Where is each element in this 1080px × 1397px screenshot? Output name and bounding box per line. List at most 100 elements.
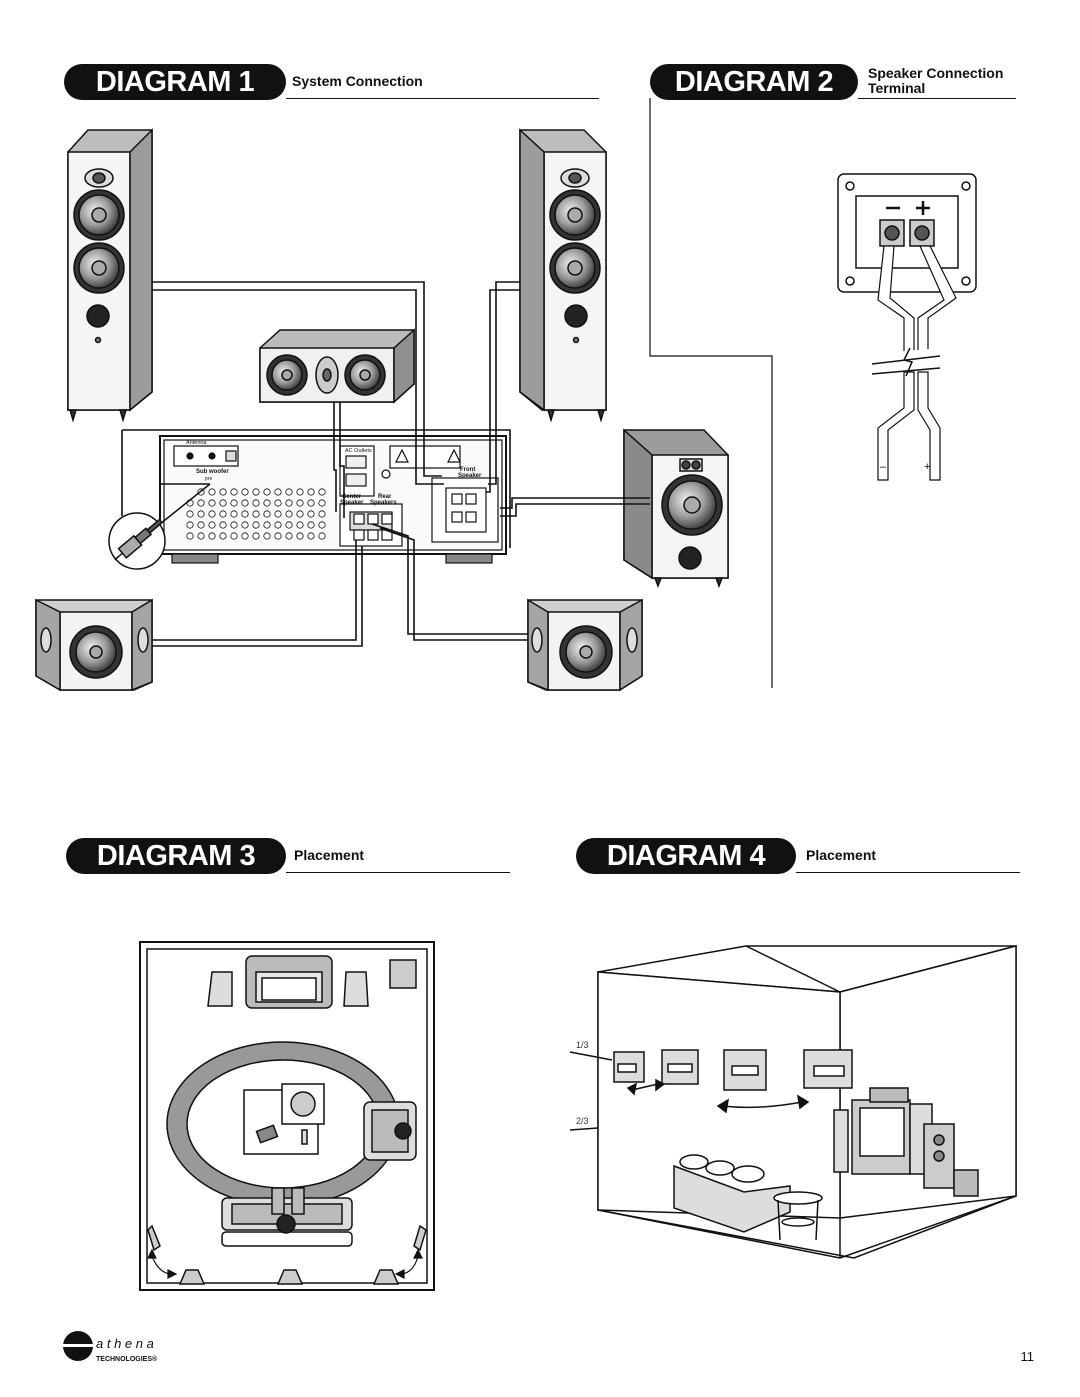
rca-jack: [318, 499, 326, 507]
rca-jack: [241, 532, 249, 540]
rca-jack: [307, 532, 315, 540]
rear-speakers-label-1: Rear: [378, 494, 392, 500]
rca-jack: [219, 510, 227, 518]
rca-jack: [241, 488, 249, 496]
rca-jack: [219, 499, 227, 507]
brand-sub: TECHNOLOGIES®: [96, 1355, 158, 1363]
speaker-wires: [121, 281, 650, 647]
rca-jack: [186, 510, 194, 518]
rca-jack: [263, 521, 271, 529]
rca-jack: [252, 499, 260, 507]
rca-jack: [318, 532, 326, 540]
rca-jack: [219, 521, 227, 529]
subwoofer-pre-label: pre: [205, 476, 212, 482]
rca-jack: [241, 510, 249, 518]
rca-plug-detail: [108, 483, 211, 570]
rca-jack: [274, 521, 282, 529]
rca-jack: [197, 510, 205, 518]
rca-jack: [252, 488, 260, 496]
rca-jack: [307, 521, 315, 529]
rca-jack: [318, 521, 326, 529]
rca-jack: [274, 499, 282, 507]
diagram-1-badge: DIAGRAM 1: [64, 64, 286, 100]
two-third-label: 2/3: [576, 1116, 589, 1126]
rca-jack: [285, 532, 293, 540]
diagram-2-subtitle-line2: Terminal: [868, 80, 926, 96]
diagram-2-subtitle: Speaker Connection: [868, 65, 1004, 81]
rear-left-speaker: [35, 598, 153, 692]
rca-jack: [230, 510, 238, 518]
rear-right-speaker: [527, 598, 643, 692]
brand-name: a t h e n a: [96, 1336, 154, 1351]
center-speaker-label-2: Speaker: [340, 500, 364, 506]
rca-jack: [263, 499, 271, 507]
rca-jack: [208, 499, 216, 507]
center-speaker-label-1: Center: [342, 494, 362, 500]
rca-jack: [208, 488, 216, 496]
rca-jack: [296, 521, 304, 529]
rca-jack: [263, 532, 271, 540]
diagram-2-rule: [858, 98, 1016, 99]
rca-jack: [263, 488, 271, 496]
rca-jack: [241, 521, 249, 529]
front-left-tower-speaker: [67, 128, 153, 423]
rca-jack: [285, 488, 293, 496]
rca-jack: [274, 488, 282, 496]
rear-speakers-label-2: Speakers: [370, 500, 397, 506]
center-speaker: [259, 328, 415, 404]
rca-jack: [230, 488, 238, 496]
rca-jack: [230, 521, 238, 529]
rca-jack: [274, 510, 282, 518]
page-number: 11: [1020, 1349, 1035, 1364]
diagram-3-badge: DIAGRAM 3: [66, 838, 286, 874]
rca-jack: [186, 532, 194, 540]
rca-jack: [208, 532, 216, 540]
subwoofer-speaker: [623, 428, 729, 589]
diagram-3-rule: [286, 872, 510, 873]
rca-jack: [186, 521, 194, 529]
rca-jack: [241, 499, 249, 507]
rca-jack: [252, 532, 260, 540]
one-third-label: 1/3: [576, 1040, 589, 1050]
rca-jack: [208, 521, 216, 529]
rca-jack: [296, 532, 304, 540]
front-speaker-label-2: Speaker: [458, 473, 482, 479]
rca-jack: [307, 510, 315, 518]
rca-jack: [197, 499, 205, 507]
rca-jack: [285, 510, 293, 518]
antenna-label: Antenna: [186, 440, 207, 446]
terminal-minus-label: –: [880, 461, 887, 473]
front-right-tower-speaker: [519, 128, 607, 423]
rca-jack: [197, 532, 205, 540]
diagram-2-badge: DIAGRAM 2: [650, 64, 858, 100]
rca-jack: [252, 521, 260, 529]
rca-jack: [296, 510, 304, 518]
rca-jack: [296, 499, 304, 507]
rca-jack: [197, 521, 205, 529]
rca-jack: [208, 510, 216, 518]
rca-jack: [307, 488, 315, 496]
terminal-cables: [870, 245, 957, 481]
ac-outlets-label: AC Outlets: [345, 448, 372, 454]
receiver-back-panel: [159, 435, 507, 564]
rca-jack: [219, 488, 227, 496]
diagram-1-rule: [286, 98, 599, 99]
rca-jack: [296, 488, 304, 496]
receiver-jack-rows: [186, 488, 326, 540]
diagram-4-subtitle: Placement: [806, 847, 877, 863]
rca-jack: [230, 532, 238, 540]
rca-jack: [274, 532, 282, 540]
rca-jack: [252, 510, 260, 518]
rca-jack: [285, 499, 293, 507]
rca-jack: [285, 521, 293, 529]
rca-jack: [318, 488, 326, 496]
speaker-terminal-plate: [837, 173, 977, 293]
rca-jack: [263, 510, 271, 518]
terminal-plus-label: +: [924, 461, 930, 473]
diagram-2-frame: [649, 98, 773, 688]
rca-jack: [230, 499, 238, 507]
